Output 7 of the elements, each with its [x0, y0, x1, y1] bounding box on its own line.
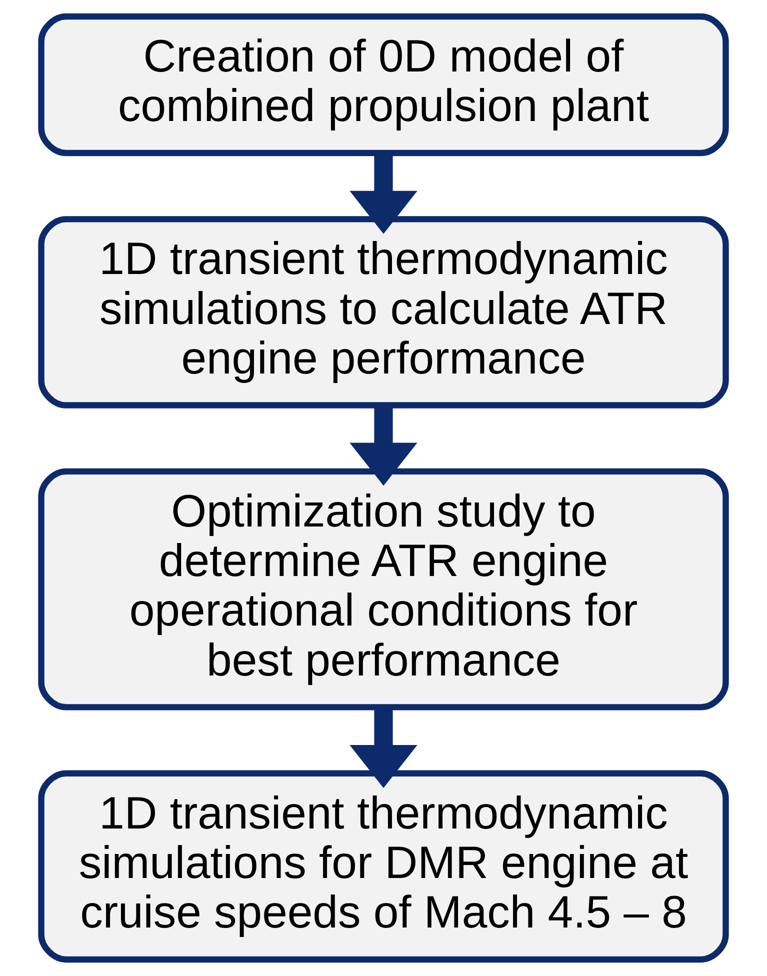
arrow [350, 153, 418, 234]
node-box: Optimization study to determine ATR engine operational conditions for best performance [38, 468, 729, 710]
node-box: Creation of 0D model of combined propulsion plant [38, 13, 729, 156]
node-box: 1D transient thermodynamic simulations to calculate ATR engine performance [38, 216, 729, 408]
arrow [350, 406, 418, 486]
node-box: 1D transient thermodynamic simulations for DMR engine at cruise speeds of Mach 4.5 – 8 [38, 770, 729, 963]
arrow [350, 708, 418, 788]
